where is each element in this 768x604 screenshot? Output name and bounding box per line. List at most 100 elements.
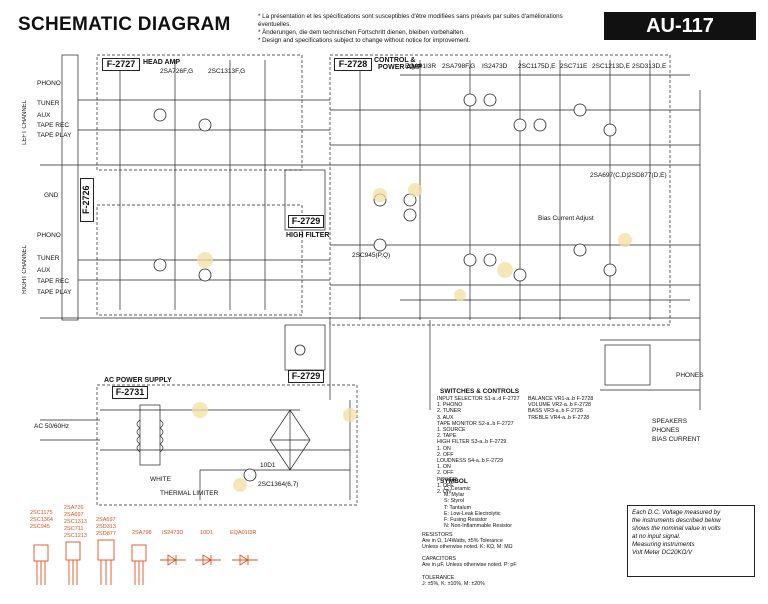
input-left-aux: AUX (37, 112, 51, 119)
head-amp-board-upper (96, 54, 303, 171)
high-filter-board-id: F-2729 (288, 215, 324, 228)
control-amp-board (329, 54, 671, 326)
legend-item-2: S: Styrol (444, 498, 465, 505)
phones-label: PHONES (676, 372, 704, 379)
part-2sc1364: 2SC1364(6,7) (258, 481, 299, 488)
part-2sc1175: 2SC1175D,E (518, 63, 556, 70)
dc-note-line-5: Volt Meter DC20KΩ/V (632, 549, 693, 556)
input-right-tape-rec: TAPE REC (37, 278, 70, 285)
part-eqa: EQA01I3R (405, 63, 437, 70)
legend-item-1: M: Mylar (444, 492, 465, 499)
left-channel-label: LEFT CHANNEL (22, 100, 28, 145)
gnd-label: GND (44, 192, 59, 199)
control-line-1: VOLUME VR2-a..b F-2728 (528, 402, 591, 409)
note-fr: La présentation et les spécifications so… (258, 13, 588, 29)
switch-line-9: 2. OFF (437, 451, 454, 458)
speakers-label: SPEAKERS (652, 418, 688, 425)
legend-item-0: C: Ceramic (444, 486, 471, 492)
head-amp-board-id: F-2727 (102, 58, 140, 71)
legend-title: SYMBOL (440, 478, 468, 485)
page-title: SCHEMATIC DIAGRAM (18, 14, 231, 35)
left-connector-strip (61, 54, 79, 321)
package-part-0: 2SA697 (96, 517, 116, 523)
package-part-2: 2SD877 (96, 531, 116, 537)
package-part-2: 2SC945 (30, 524, 50, 530)
bias-current-label: BIAS CURRENT (652, 436, 701, 443)
package-part-0: IS2473D (162, 530, 184, 536)
part-10d1: 10D1 (260, 462, 276, 469)
part-2sd877: 2SD877(D,E) (628, 172, 667, 179)
legend-item-4: E: Low-Leak Electrolytic (444, 510, 501, 517)
package-label-6: 10D1 (200, 530, 213, 537)
switch-line-5: 1. SOURCE (437, 427, 466, 434)
switch-line-10: LOUDNESS S4-a..b F-2729 (437, 458, 503, 465)
part-2sc711: 2SC711E (560, 63, 588, 70)
switch-line-13: POWER (437, 476, 458, 483)
package-part-1: 2SA697 (64, 512, 84, 518)
capacitor-line-1: Are in μF, Unless otherwise noted. P: pF (422, 562, 517, 569)
bias-label: Bias Current Adjust (538, 215, 594, 222)
ac-supply-board (96, 384, 358, 506)
input-right-tape-play: TAPE PLAY (37, 289, 72, 296)
package-part-1: 2SD313 (96, 524, 116, 530)
input-right-aux: AUX (37, 267, 51, 274)
switch-line-15: 2. ON (437, 489, 451, 496)
capacitor-line-0: CAPACITORS (422, 556, 456, 562)
switch-line-3: 3. AUX (437, 414, 454, 421)
ac-input-label: AC 50/60Hz (34, 423, 70, 430)
control-line-3: TREBLE VR4-a..b F-2728 (528, 414, 590, 421)
dc-note-line-1: the instruments described below (632, 517, 721, 524)
input-left-phono: PHONO (37, 80, 61, 87)
input-left-tuner: TUNER (37, 100, 60, 107)
head-amp-part-2: 2SC1313F,G (208, 68, 246, 75)
package-part-0: EQA01I3R (230, 530, 257, 536)
package-part-3: 2SC711 (64, 526, 84, 532)
white-wire-label: WHITE (150, 476, 171, 483)
ac-supply-board-id: F-2731 (112, 386, 148, 399)
package-label-5: IS2473D (162, 530, 183, 537)
package-part-0: 2SC1175 (30, 510, 53, 516)
switch-line-2: 2. TUNER (437, 408, 462, 415)
input-left-tape-play: TAPE PLAY (37, 132, 72, 139)
package-part-1: 2SC1364 (30, 517, 53, 523)
dc-note-line-2: shows the nominal value in volts (632, 525, 721, 532)
input-right-phono: PHONO (37, 232, 61, 239)
switch-line-4: TAPE MONITOR S2-a..b F-2727 (437, 420, 514, 427)
notes: La présentation et les spécifications so… (258, 13, 588, 45)
phones-note-label: PHONES (652, 427, 680, 434)
low-filter-board-id: F-2729 (288, 370, 324, 383)
right-channel-label: RIGHT CHANNEL (22, 245, 28, 294)
package-label-7: EQA01I3R (230, 530, 256, 537)
part-2sc1213: 2SC1213D,E (592, 63, 630, 70)
head-amp-title: HEAD AMP (143, 59, 181, 66)
dc-note-line-3: at no input signal. (632, 533, 681, 540)
input-left-tape-rec: TAPE REC (37, 122, 70, 129)
control-line-2: BASS VR3-a..b F-2728 (528, 408, 583, 415)
switch-line-8: 1. ON (437, 445, 451, 452)
resistor-line-1: Are in Ω, 1/4Watts, ±5% Tolerance (422, 538, 503, 545)
high-filter-board (284, 169, 326, 231)
package-part-0: 2SA726 (64, 505, 84, 511)
power-amp-title: POWER AMP (378, 64, 422, 71)
left-board-id: F-2726 (80, 178, 94, 222)
tolerance-line-0: TOLERANCE (422, 575, 455, 581)
switch-line-1: 1. PHONO (437, 402, 463, 409)
part-2sa798: 2SA798F,G (442, 63, 476, 70)
low-filter-board (284, 324, 326, 371)
note-en: Design and specifications subject to cha… (258, 37, 588, 45)
legend-item-3: T: Tantalum (444, 504, 471, 511)
note-de: Änderungen, die dem technischen Fortschr… (258, 29, 588, 37)
legend-item-6: N: Non-Inflammable Resistor (444, 523, 512, 530)
control-amp-title: CONTROL & (374, 57, 416, 64)
model-badge: AU-117 (604, 12, 756, 40)
high-filter-title: HIGH FILTER (286, 232, 330, 239)
tolerance-line-1: J: ±5%, K: ±10%, M: ±20% (422, 581, 485, 588)
thermal-limiter-label: THERMAL LIMITER (160, 490, 219, 497)
